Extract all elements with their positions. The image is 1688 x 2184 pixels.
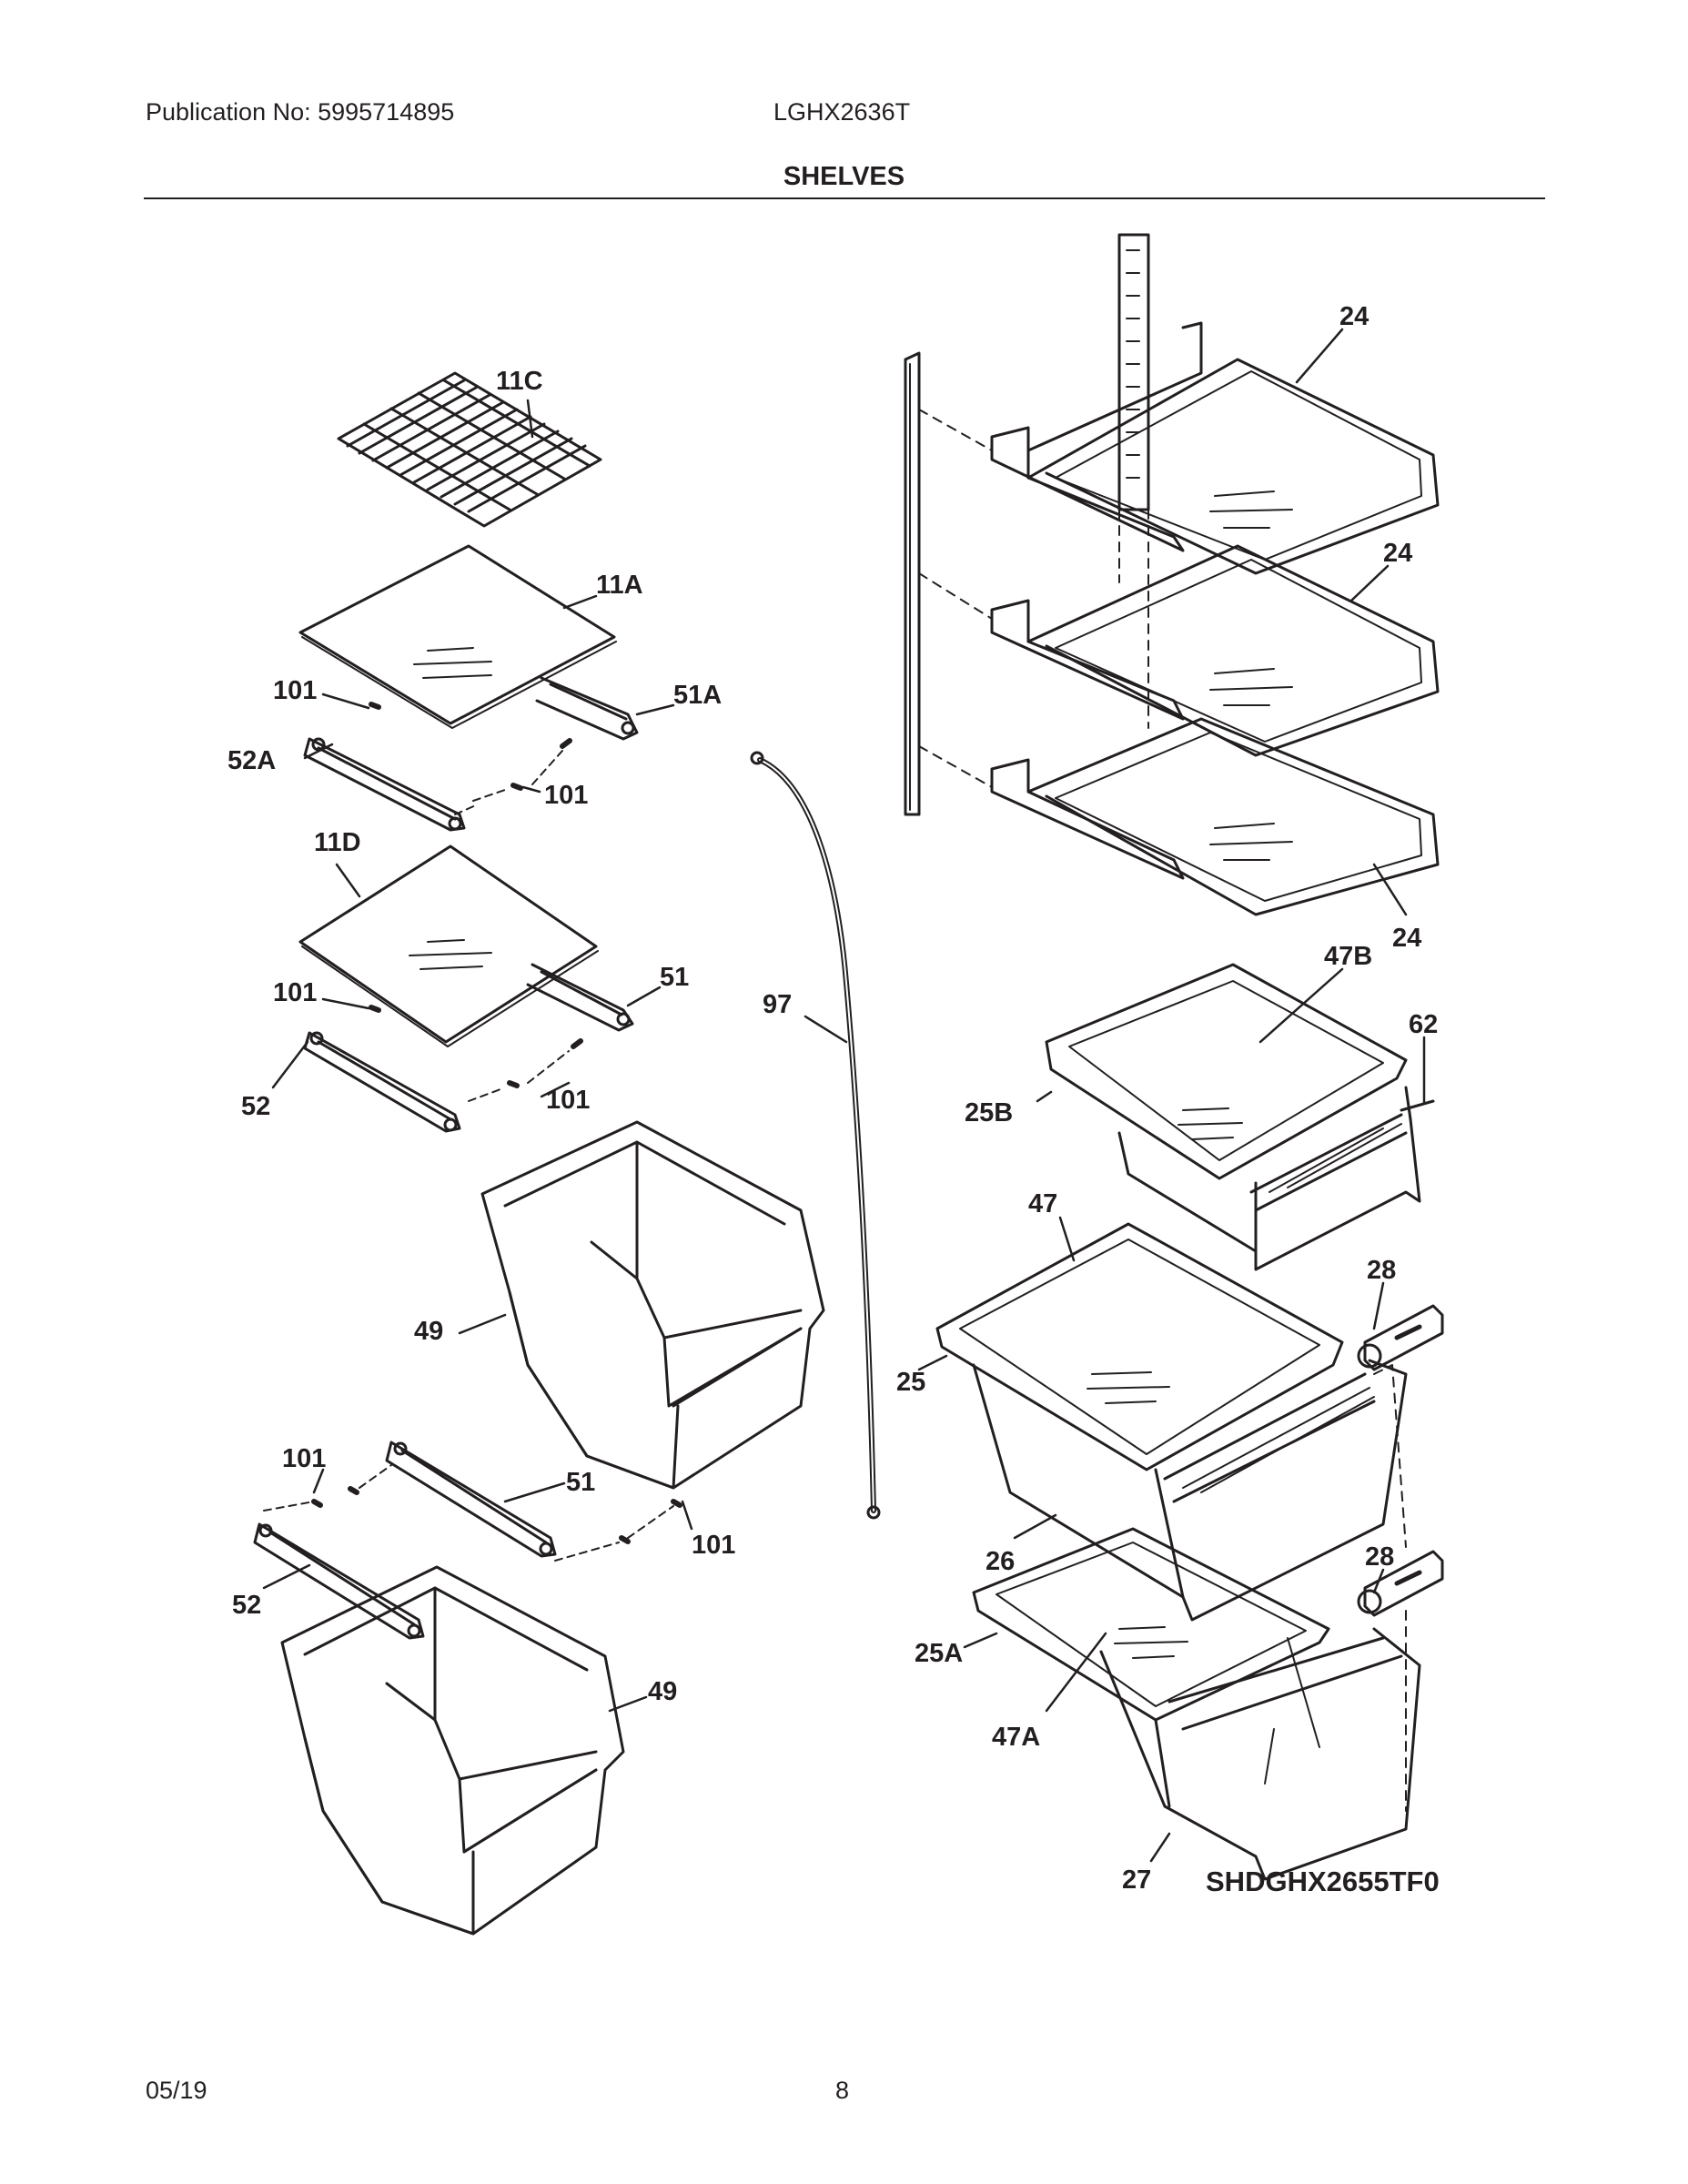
- shelf-rail-51-upper: [526, 963, 634, 1032]
- callout-101-c: 101: [273, 978, 317, 1007]
- callout-101-d: 101: [546, 1086, 590, 1115]
- wire-shelf-11c: [337, 371, 602, 528]
- callout-51a: 51A: [673, 681, 722, 710]
- callout-52a: 52A: [227, 746, 276, 775]
- callout-28-lower: 28: [1365, 1542, 1394, 1572]
- callout-101-e: 101: [282, 1444, 326, 1473]
- cantilever-shelf-24-top: [990, 321, 1440, 575]
- glass-shelf-11a: [298, 544, 617, 729]
- publication-number: Publication No: 5995714895: [146, 98, 455, 126]
- large-crisper-25: [935, 1222, 1408, 1622]
- callout-49-upper: 49: [414, 1317, 443, 1346]
- callout-25: 25: [896, 1368, 925, 1397]
- callout-24-bottom: 24: [1392, 924, 1421, 953]
- shelf-ladder-rail: [1117, 233, 1150, 729]
- callout-28-upper: 28: [1367, 1256, 1396, 1285]
- shelf-rail-52-lower: [253, 1522, 425, 1640]
- callout-51-upper: 51: [660, 963, 689, 992]
- shelf-side-bracket: [904, 351, 993, 816]
- header-divider: [144, 197, 1545, 199]
- screws-101-upper: [369, 702, 572, 815]
- shelf-rail-52a: [303, 737, 466, 832]
- screws-101-middle: [369, 1005, 583, 1102]
- callout-62: 62: [1409, 1010, 1438, 1039]
- crisper-bin-49-upper: [480, 1120, 825, 1490]
- callout-26: 26: [986, 1547, 1015, 1576]
- callout-11c: 11C: [496, 367, 543, 396]
- footer-date: 05/19: [146, 2077, 207, 2104]
- callout-97: 97: [763, 990, 792, 1019]
- glass-shelf-11d: [298, 844, 599, 1047]
- callout-11a: 11A: [596, 571, 643, 600]
- callout-52-upper: 52: [241, 1092, 270, 1121]
- slide-bracket-28-upper: [1357, 1304, 1444, 1371]
- slide-bracket-28-lower: [1357, 1550, 1444, 1812]
- callout-47b: 47B: [1324, 942, 1372, 971]
- callout-25a: 25A: [915, 1639, 963, 1668]
- callout-51-lower: 51: [566, 1468, 595, 1497]
- callout-27: 27: [1122, 1866, 1151, 1895]
- leader-lines: [262, 328, 1426, 1863]
- diagram-code: SHDGHX2655TF0: [1206, 1866, 1440, 1897]
- callout-101-a: 101: [273, 676, 317, 705]
- small-crisper-25b: [1045, 963, 1421, 1271]
- callout-47: 47: [1028, 1189, 1057, 1218]
- lower-crisper-27: [972, 1527, 1421, 1881]
- shelf-rail-51-lower: [385, 1441, 557, 1558]
- callout-24-middle: 24: [1383, 539, 1412, 568]
- callout-11d: 11D: [314, 828, 361, 857]
- screws-101-lower: [263, 1464, 682, 1562]
- callout-25b: 25B: [965, 1098, 1013, 1127]
- model-number: LGHX2636T: [773, 98, 911, 126]
- callout-52-lower: 52: [232, 1591, 261, 1620]
- crisper-tray-62: [1400, 1099, 1435, 1112]
- cantilever-shelf-24-bottom: [990, 717, 1440, 916]
- callout-47a: 47A: [992, 1723, 1040, 1752]
- tube-97: [750, 751, 881, 1520]
- crisper-bin-49-lower: [280, 1565, 625, 1936]
- callout-101-b: 101: [544, 781, 588, 810]
- page-number: 8: [835, 2077, 850, 2104]
- callout-49-lower: 49: [648, 1677, 677, 1706]
- shelf-rail-52-upper: [303, 1031, 461, 1133]
- callout-24-top: 24: [1339, 302, 1369, 331]
- callout-101-f: 101: [692, 1531, 735, 1560]
- page-title: SHELVES: [783, 162, 905, 191]
- shelf-rail-51a: [535, 676, 639, 741]
